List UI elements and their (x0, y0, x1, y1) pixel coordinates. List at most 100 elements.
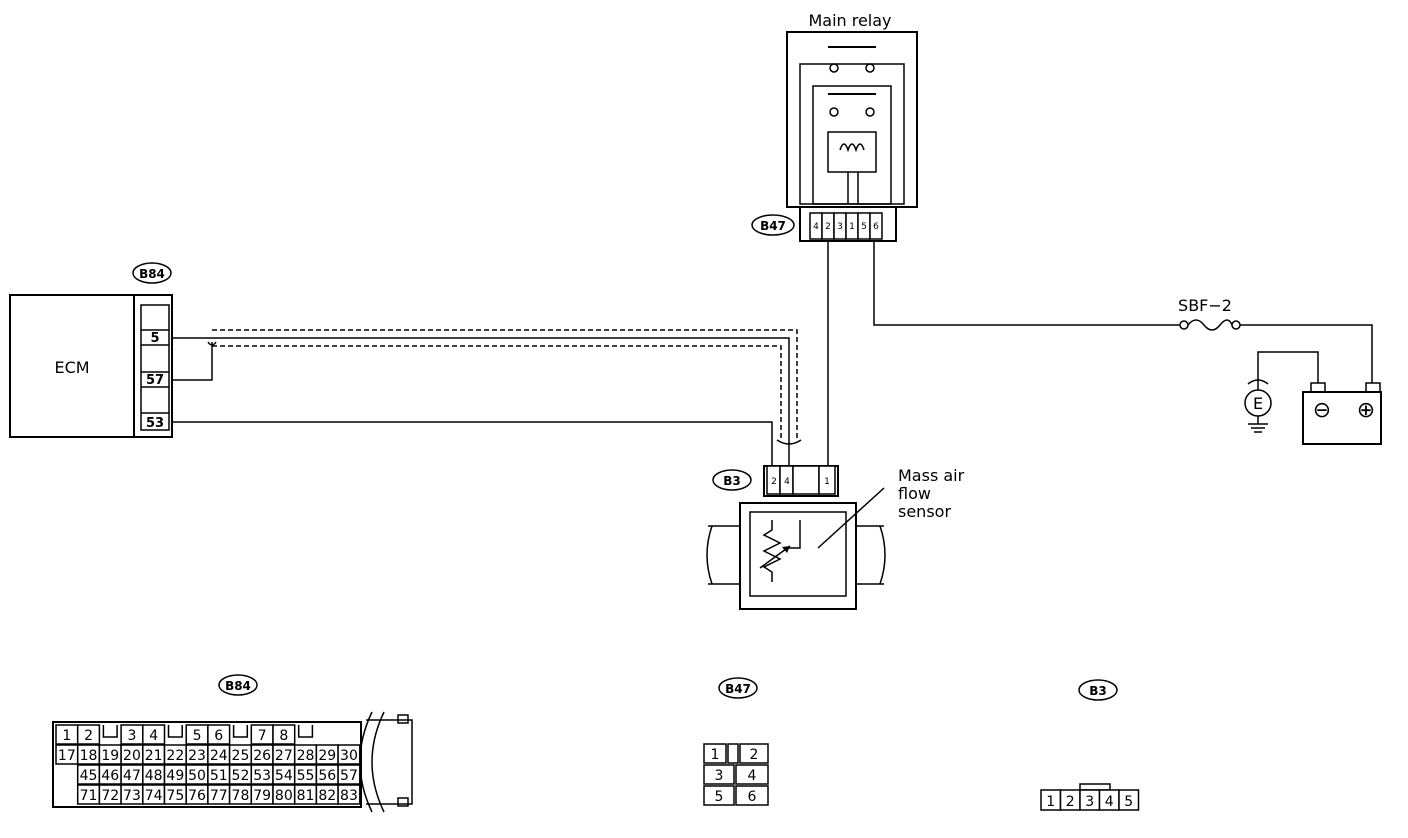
maf-pin-4: 4 (784, 477, 790, 487)
b84-pin-27-label: 27 (275, 748, 293, 764)
b84-pin-30-label: 30 (340, 748, 358, 764)
ecm-pin-53: 53 (146, 416, 164, 431)
b47-pin-6-cell (735, 785, 769, 806)
b84-pin-7-label: 7 (258, 728, 267, 744)
fuse-label: SBF−2 (1178, 296, 1232, 315)
b84-pin-26-label: 26 (253, 748, 271, 764)
b84-pin-77-label: 77 (210, 788, 228, 804)
b3-lock-tab (1079, 783, 1111, 791)
b84-pin-20-label: 20 (123, 748, 141, 764)
relay-pin-2: 2 (825, 222, 831, 232)
b84-pin-6-label: 6 (214, 728, 223, 744)
b84-pin-3-label: 3 (127, 728, 136, 744)
b84-key-notch (232, 725, 249, 738)
b84-pin-83-cell (337, 784, 361, 805)
b84-pin-48-label: 48 (145, 768, 163, 784)
b84-pin-52-label: 52 (232, 768, 250, 784)
b84-pin-56-label: 56 (318, 768, 336, 784)
b47-pin-1-label: 1 (711, 747, 720, 763)
b84-pin-78-label: 78 (232, 788, 250, 804)
svg-text:B47: B47 (760, 219, 786, 233)
battery-negative-icon: ⊖ (1313, 398, 1331, 423)
b84-pin-46-label: 46 (101, 768, 119, 784)
b84-pin-81-label: 81 (297, 788, 315, 804)
ecm-pin-57: 57 (146, 373, 164, 388)
b84-pin-2-label: 2 (84, 728, 93, 744)
maf-label-line-3: sensor (898, 502, 951, 521)
b47-pin-3-cell (703, 764, 735, 785)
b84-pin-45-label: 45 (80, 768, 98, 784)
main-relay-label: Main relay (808, 11, 891, 30)
maf-label-line-1: Mass air (898, 466, 965, 485)
b84-pin-28-label: 28 (297, 748, 315, 764)
maf-pin-2: 2 (771, 477, 777, 487)
b84-pin-21-label: 21 (145, 748, 163, 764)
b84-pin-18-label: 18 (80, 748, 98, 764)
b84-pin-71-label: 71 (80, 788, 98, 804)
b47-pin-1-cell (703, 743, 727, 764)
b47-pin-5-label: 5 (715, 789, 724, 805)
b3-pin-2-label: 2 (1066, 794, 1075, 810)
connector-badge-b47-view: B47 (718, 677, 758, 699)
b84-pin-50-label: 50 (188, 768, 206, 784)
b84-key-notch (297, 725, 314, 738)
svg-text:B47: B47 (725, 682, 751, 696)
maf-connector-b3: 2 4 1 (763, 465, 839, 497)
b84-pin-82-label: 82 (318, 788, 336, 804)
b3-pin-1-label: 1 (1046, 794, 1055, 810)
b84-pin-79-label: 79 (253, 788, 271, 804)
b84-pin-54-label: 54 (275, 768, 293, 784)
b84-key-notch (167, 725, 183, 738)
b84-pin-24-label: 24 (210, 748, 228, 764)
b84-pin-25-label: 25 (232, 748, 250, 764)
connector-badge-b3-view: B3 (1078, 679, 1118, 701)
main-relay-connector-b47: 4 2 3 1 5 6 (799, 206, 897, 242)
b84-pin-30-cell (337, 744, 361, 765)
b84-pin-51-label: 51 (210, 768, 228, 784)
svg-text:B3: B3 (1089, 684, 1107, 698)
b47-key-notch (727, 743, 739, 764)
b84-pin-57-cell (337, 764, 361, 785)
b84-pin-57-label: 57 (340, 768, 358, 784)
svg-text:B84: B84 (225, 679, 251, 693)
maf-pin-1: 1 (824, 477, 830, 487)
mass-air-flow-sensor (706, 487, 886, 610)
b84-pin-49-label: 49 (166, 768, 184, 784)
b47-pin-6-label: 6 (748, 789, 757, 805)
main-relay-unit (786, 31, 918, 208)
ground-point: E (1244, 351, 1319, 433)
connector-badge-b84-view: B84 (218, 674, 258, 696)
b84-pin-4-cell (142, 724, 166, 745)
b84-key-notch (102, 725, 118, 738)
svg-text:B84: B84 (139, 267, 165, 281)
relay-pin-4: 4 (813, 222, 819, 232)
svg-text:B3: B3 (723, 474, 741, 488)
b47-pin-2-cell (739, 743, 769, 764)
b3-pin-4-label: 4 (1105, 794, 1114, 810)
relay-pin-5: 5 (861, 222, 867, 232)
b84-pin-5-label: 5 (193, 728, 202, 744)
b3-pin-3-label: 3 (1085, 794, 1094, 810)
ground-label: E (1253, 394, 1263, 413)
b84-pin-76-label: 76 (188, 788, 206, 804)
maf-label-line-2: flow (898, 484, 931, 503)
ecm-connector-b84: 5 57 53 (133, 294, 173, 438)
b84-pin-74-label: 74 (145, 788, 163, 804)
connector-badge-b3-top: B3 (712, 469, 752, 491)
b47-pin-4-label: 4 (748, 768, 757, 784)
b84-pin-19-label: 19 (101, 748, 119, 764)
ecm-unit: ECM (9, 294, 135, 438)
b84-pin-29-label: 29 (318, 748, 336, 764)
connector-badge-b84-top: B84 (132, 262, 172, 284)
relay-pin-6: 6 (873, 222, 879, 232)
b47-pin-3-label: 3 (715, 768, 724, 784)
connector-badge-b47-top: B47 (751, 214, 795, 236)
b84-pin-4-label: 4 (149, 728, 158, 744)
b84-pin-8-cell (272, 724, 296, 745)
b47-pin-5-cell (703, 785, 735, 806)
ecm-pin-5: 5 (150, 331, 159, 346)
b84-pin-1-label: 1 (62, 728, 71, 744)
